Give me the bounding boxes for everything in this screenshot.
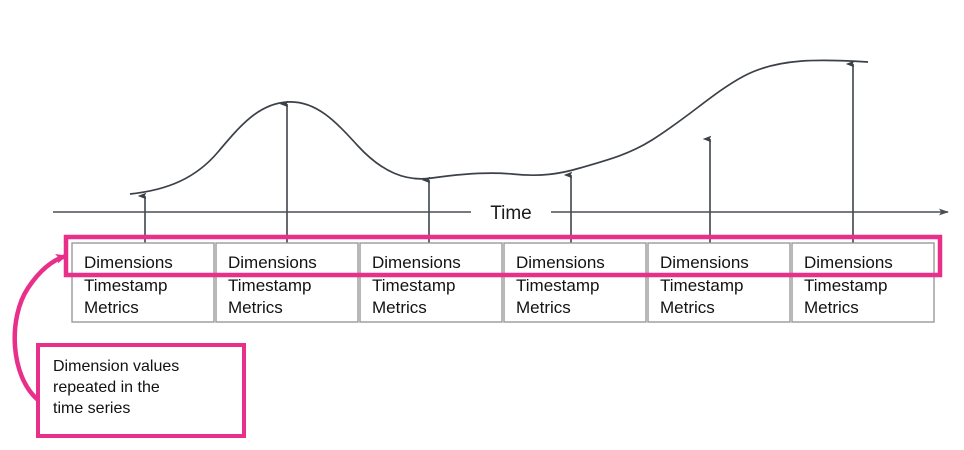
record-box-6-timestamp: Timestamp bbox=[804, 276, 887, 295]
record-box-1-metrics: Metrics bbox=[84, 298, 139, 317]
record-box-5-dimensions: Dimensions bbox=[660, 253, 749, 272]
record-box-1-timestamp: Timestamp bbox=[84, 276, 167, 295]
callout-box: Dimension values repeated in the time se… bbox=[36, 343, 246, 438]
record-box-1-rect bbox=[71, 242, 215, 323]
callout-connector-arrow bbox=[12, 253, 67, 402]
record-boxes-group: Dimensions Timestamp Metrics Dimensions … bbox=[71, 242, 935, 323]
record-box-6-rect bbox=[791, 242, 935, 323]
record-box-2-rect bbox=[215, 242, 359, 323]
record-box-4-rect bbox=[503, 242, 647, 323]
record-box-2[interactable]: Dimensions Timestamp Metrics bbox=[215, 242, 359, 323]
record-box-6-dimensions: Dimensions bbox=[804, 253, 893, 272]
time-axis-group: Time bbox=[53, 203, 949, 224]
sample-arrows-group bbox=[145, 64, 853, 243]
record-box-6[interactable]: Dimensions Timestamp Metrics bbox=[791, 242, 935, 323]
record-box-5[interactable]: Dimensions Timestamp Metrics bbox=[647, 242, 791, 323]
callout-line-3: time series bbox=[53, 400, 130, 417]
record-box-4-metrics: Metrics bbox=[516, 298, 571, 317]
record-box-3[interactable]: Dimensions Timestamp Metrics bbox=[359, 242, 503, 323]
record-box-6-metrics: Metrics bbox=[804, 298, 859, 317]
record-box-3-timestamp: Timestamp bbox=[372, 276, 455, 295]
callout-box-rect bbox=[36, 343, 246, 438]
record-box-5-rect bbox=[647, 242, 791, 323]
record-box-1[interactable]: Dimensions Timestamp Metrics bbox=[71, 242, 215, 323]
metric-curve-group bbox=[129, 59, 869, 195]
record-box-2-timestamp: Timestamp bbox=[228, 276, 311, 295]
record-box-1-dimensions: Dimensions bbox=[84, 253, 173, 272]
record-box-5-metrics: Metrics bbox=[660, 298, 715, 317]
record-box-3-dimensions: Dimensions bbox=[372, 253, 461, 272]
record-box-4[interactable]: Dimensions Timestamp Metrics bbox=[503, 242, 647, 323]
record-box-3-metrics: Metrics bbox=[372, 298, 427, 317]
record-box-3-rect bbox=[359, 242, 503, 323]
record-box-2-metrics: Metrics bbox=[228, 298, 283, 317]
record-box-4-dimensions: Dimensions bbox=[516, 253, 605, 272]
time-axis-label: Time bbox=[490, 203, 532, 224]
callout-line-1: Dimension values bbox=[53, 358, 179, 375]
callout-line-2: repeated in the bbox=[53, 379, 160, 396]
metric-curve bbox=[129, 59, 869, 195]
record-box-5-timestamp: Timestamp bbox=[660, 276, 743, 295]
record-box-4-timestamp: Timestamp bbox=[516, 276, 599, 295]
record-box-2-dimensions: Dimensions bbox=[228, 253, 317, 272]
